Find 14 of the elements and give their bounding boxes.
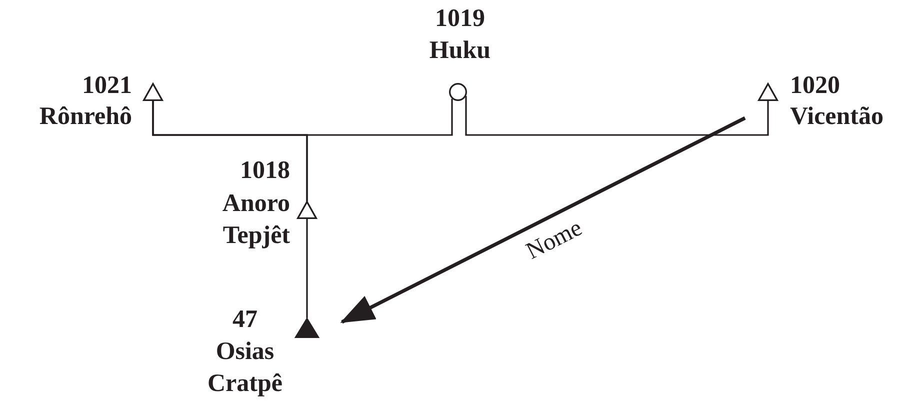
person-name: Osias Cratpê [206,337,284,399]
edge-label: Nome [522,214,587,266]
kinship-line [152,101,308,318]
person-number: 1020 [790,71,841,101]
person-number: 47 [232,305,258,335]
arrow [340,116,746,324]
person-number: 1018 [239,156,290,186]
person-number: 1019 [434,4,486,34]
person-name: Huku [428,36,492,66]
person-number: 1021 [81,71,132,101]
person-name: Vicentão [790,102,884,132]
kinship-line [465,96,769,136]
person-name: Anoro Tepjêt [221,189,290,251]
person-name: Rônrehô [38,102,132,132]
